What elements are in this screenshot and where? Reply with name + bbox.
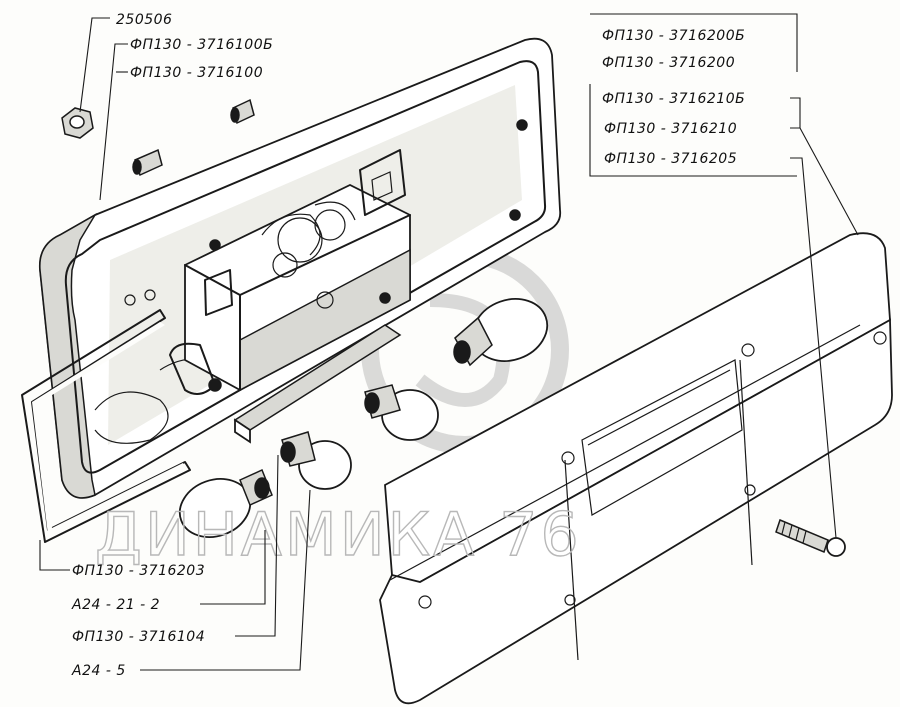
bulb-large-lower [178, 468, 273, 538]
label-housing: ФП130 - 3716100 [130, 65, 263, 81]
socket-plate-part [233, 324, 402, 444]
label-socket-plate: ФП130 - 3716104 [72, 629, 205, 645]
label-bulb-a24-21-2: А24 - 21 - 2 [71, 597, 160, 613]
watermark-text: ДИНАМИКА 76 [95, 500, 582, 570]
lamp-housing [38, 37, 562, 499]
bulb-large-upper [453, 298, 549, 367]
label-bulb-a24-5: А24 - 5 [71, 663, 126, 679]
label-lens: ФП130 - 3716200 [602, 55, 735, 71]
label-nut: 250506 [116, 12, 172, 28]
label-diffuser-b: ФП130 - 3716210Б [602, 91, 745, 107]
label-gasket: ФП130 - 3716203 [72, 563, 205, 579]
label-housing-b: ФП130 - 3716100Б [130, 37, 273, 53]
leader-lines [39, 13, 859, 671]
gasket-part [21, 309, 191, 543]
label-lens-b: ФП130 - 3716200Б [602, 28, 745, 44]
lens-diffuser [379, 232, 893, 705]
label-diffuser: ФП130 - 3716210 [604, 121, 737, 137]
bulb-small-middle [364, 384, 439, 441]
label-screw: ФП130 - 3716205 [604, 151, 737, 167]
nut-part [61, 107, 94, 139]
bulb-small-lower [280, 431, 352, 490]
